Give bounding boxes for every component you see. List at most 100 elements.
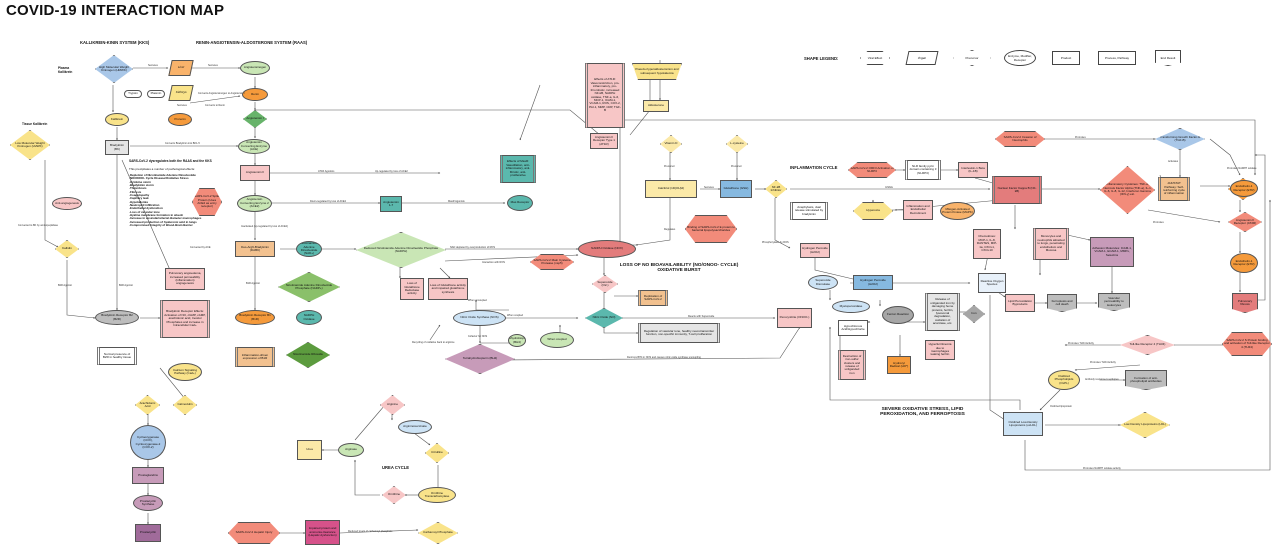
node-endothelin-receptor: Endothelin-1 Receptor (ETR) — [1230, 253, 1258, 273]
edge-label-inactivated: Inactivated (up-regulated by loss of ACE… — [241, 225, 288, 228]
edge-label-antibody-response: Antibody response to epitopes — [1085, 378, 1119, 381]
edge-label-converted-ace: Converted by ACE — [190, 246, 211, 249]
text-effects-list: -Depletion of Nicotinamide Adenine Dinuc… — [129, 173, 202, 227]
node-bradykinin: Bradykinin (BK) — [105, 140, 129, 155]
node-angiotensinogen: Angiotensinogen — [240, 61, 270, 75]
node-urea: Urea — [297, 440, 322, 460]
section-inflammation: INFLAMMATION CYCLE — [790, 165, 838, 170]
edge-label-converted-aminopeptidase: Converted to BK by aminopeptidase — [18, 224, 59, 227]
edge-label-converts-bradykinin: Converts Bradykinin into BK1-5 — [165, 142, 200, 145]
node-inflammation-endothelial: Inflammation and Endothelial Recruitment — [903, 200, 933, 220]
node-nfkb-inhibitor: NF-kB Inhibitor — [765, 180, 787, 198]
node-prorenin: Prorenin — [168, 113, 192, 126]
edge-label-secretes-4: Secretes — [704, 186, 714, 189]
legend-precursor: Precursor — [953, 50, 991, 66]
node-anti-angiogenesis: Anti-angiogenesis — [52, 197, 82, 210]
node-il1b: Interleukin-1 Beta (IL-1B) — [958, 162, 988, 178]
edge-label-secretes-3: Secretes — [177, 104, 187, 107]
node-sars-hepatic: SARS-CoV-2 Hepatic Injury — [228, 522, 280, 544]
node-loss-glutathione-reductase: Loss of Glutathione Reductase activity — [400, 278, 424, 300]
node-sars-main-protease: SARS-CoV-2 Main Cysteine Protease (nsp5) — [530, 254, 574, 270]
text-sars-dysregulates: SARS-CoV-2 dysregulates both the RAAS an… — [129, 159, 212, 164]
page-title: COVID-19 INTERACTION MAP — [6, 2, 225, 19]
edge-label-oxidized-lipoprotein: Oxidized lipoprotein — [1050, 405, 1072, 408]
node-b1r: Bradykinin Receptor B1 (B1R) — [235, 310, 275, 325]
edge-label-precursor-2: Precursor — [731, 165, 742, 168]
node-destruction-iron-sulfur: Destruction of iron-sulfur clusters and … — [838, 350, 866, 380]
edge-label-when-coupled: When coupled — [507, 314, 523, 317]
edge-label-upregulated: Up-regulated by loss of ACE2 — [375, 170, 408, 173]
node-impaired-urea: Impaired protein and ammonia clearance (… — [305, 520, 340, 545]
edge-label-masr-agonists: MasR Agonists — [448, 200, 465, 203]
node-nos: Nitric Oxide Synthase (NOS) — [453, 310, 506, 326]
edge-label-converts-renin: Converts to Renin — [205, 104, 226, 107]
node-sars-nlrp3: SARS-CoV-2 ORF3 Activation of NLRP3 — [848, 162, 896, 178]
node-h2o2-main: Hydrogen Peroxide (H2O2) — [853, 275, 893, 290]
node-nitric-oxide: Nitric Oxide (NO) — [585, 308, 623, 328]
node-hyperoxia: Hyperoxia — [853, 202, 893, 220]
node-vitamin-d: Vitamin D — [660, 135, 682, 153]
node-trypsin: Trypsin — [124, 90, 142, 98]
edge-label-b1r-agonist: B1R Agonist — [246, 282, 260, 285]
edge-label-cofactor-nos: Cofactor for NOS — [468, 335, 488, 338]
node-oxidized-phospholipids: Oxidized Phospholipids (OxPL) — [1048, 370, 1080, 390]
edge-label-promotes-1: Promotes — [1153, 221, 1164, 224]
legend-process: Process, Pathway — [1098, 51, 1136, 65]
node-adhesion-molecules: Adhesion Molecules: ICAM-1, VCAM-1, ECAM… — [1090, 237, 1134, 267]
legend-enzyme: Enzyme, Modifier, Receptor — [1004, 50, 1036, 66]
node-endothelin: Endothelin-1 Receptor (ETR) — [1230, 180, 1258, 197]
node-iron: Iron — [963, 305, 985, 323]
node-nadph-oxidase: NADPH Oxidase (NOX) — [578, 240, 636, 258]
edge-label-secretes-2: Secretes — [208, 64, 218, 67]
section-raas: RENIN-ANGIOTENSIN-ALDOSTERONE SYSTEM (RA… — [196, 40, 308, 45]
edge-label-regulates: Regulates — [664, 228, 676, 231]
node-vascular-permeability: Vascular permeability to leukocytes — [1098, 293, 1130, 311]
node-monocytes-neutrophils: Monocytes and neutrophils attracted to l… — [1033, 228, 1069, 260]
node-sars-binding: Binding of SARS-CoV-2 E protein to bacte… — [685, 215, 737, 243]
edge-label-promotes-nadph: Promotes NADPH oxidase — [1227, 167, 1257, 170]
node-calcium-signaling: Calcium Signaling Pathway (Ca2+) — [168, 363, 202, 381]
node-regulation-vascular: Regulation of vascular tone, healthy neu… — [638, 323, 720, 343]
edge-label-when-uncoupled: When uncoupled — [468, 299, 487, 302]
node-fenton: Fenton Reaction — [882, 306, 914, 324]
edge-label-interaction-ros: Interaction with ROS — [482, 261, 505, 264]
node-hydrogen-peroxide: Hydrogen Peroxide (H2O2) — [800, 243, 830, 258]
node-calmodulin: Calmodulin — [173, 395, 197, 415]
edge-label-activates: Activates — [1168, 160, 1179, 163]
label-plasma-kallikrein: Plasma Kallikrein — [58, 66, 73, 74]
legend-product: Product — [1052, 51, 1080, 65]
node-peroxynitrite: Peroxynitrite (ONOO-) — [777, 308, 812, 328]
node-pseudo-hyperaldosteronism: Pseudo-hyperaldosteronism and subsequent… — [632, 63, 682, 80]
edge-label-at1r-agonists: AT1R Agonists — [318, 170, 335, 173]
node-lipid-peroxidation: Lipid Peroxidation Byproducts — [1005, 294, 1035, 312]
node-prostacyclin: Prostacyclin — [135, 524, 161, 542]
node-kallikrein: Kallikrein — [105, 113, 129, 126]
edge-label-b2r-agonist-1: B2R Agonist — [58, 284, 72, 287]
node-tgf-b: Transforming Growth Factor-B (TGF-B) — [1155, 128, 1205, 150]
edge-label-promotes-2: Promotes — [1075, 136, 1086, 139]
node-hyperferritinemia: Hyperferritinemia due to macrophages lea… — [925, 340, 955, 360]
node-hydroxyl-radical: Hydroxyl Radical (HO*) — [887, 356, 911, 374]
node-inflammation-b1r: Inflammation-driven expression of B1R — [235, 347, 275, 367]
node-angiotensin-1-7: Angiotensin 1-7 — [380, 196, 402, 212]
legend-title: SHAPE LEGEND: — [804, 56, 839, 61]
node-b2r: Bradykinin Receptor B2 (B2R) — [95, 310, 139, 325]
node-ace2: Angiotensin Converting Enzyme 2 (ACE2) — [237, 195, 272, 212]
edge-label-nad-depleted: NAD depleted by overproduction of ROS — [450, 246, 496, 249]
node-pulmonary-fibrosis: Pulmonary fibrosis — [1232, 293, 1258, 313]
node-des-arg-bradykinin: Des-Arg9-Bradykinin (DABK) — [235, 241, 275, 257]
node-l-cysteine: L-cysteine — [726, 135, 748, 153]
node-nlrp3: NLR family pyrin domain containing 3 (NL… — [905, 160, 941, 180]
node-at2r: Angiotensin II Receptor (AT2R) — [1228, 212, 1262, 232]
node-antiphospholipid: Formation of anti-phospholipid antibodie… — [1125, 370, 1167, 390]
node-at1r: Angiotensin II Receptor Type 1 (AT1R) — [590, 133, 618, 149]
edge-label-secretes-1: Secretes — [148, 64, 158, 67]
node-effects-at1r: Effects of AT1R: Vasoconstriction, pro-i… — [585, 63, 625, 128]
node-nadph-oxidase-green: NADPH Oxidase — [296, 310, 322, 325]
node-ace: Angiotensin Converting Enzyme (ACE) — [238, 139, 270, 154]
text-pathological-effects: This precipitates a number of pathologic… — [129, 167, 195, 171]
node-nad: Nicotinamide Adenine Dinucleotide (NAD+) — [296, 241, 322, 257]
legend-end-result: End Result — [1155, 50, 1181, 66]
node-effects-masr: Effects of MasR: Vasodilation, anti-infl… — [500, 155, 536, 183]
